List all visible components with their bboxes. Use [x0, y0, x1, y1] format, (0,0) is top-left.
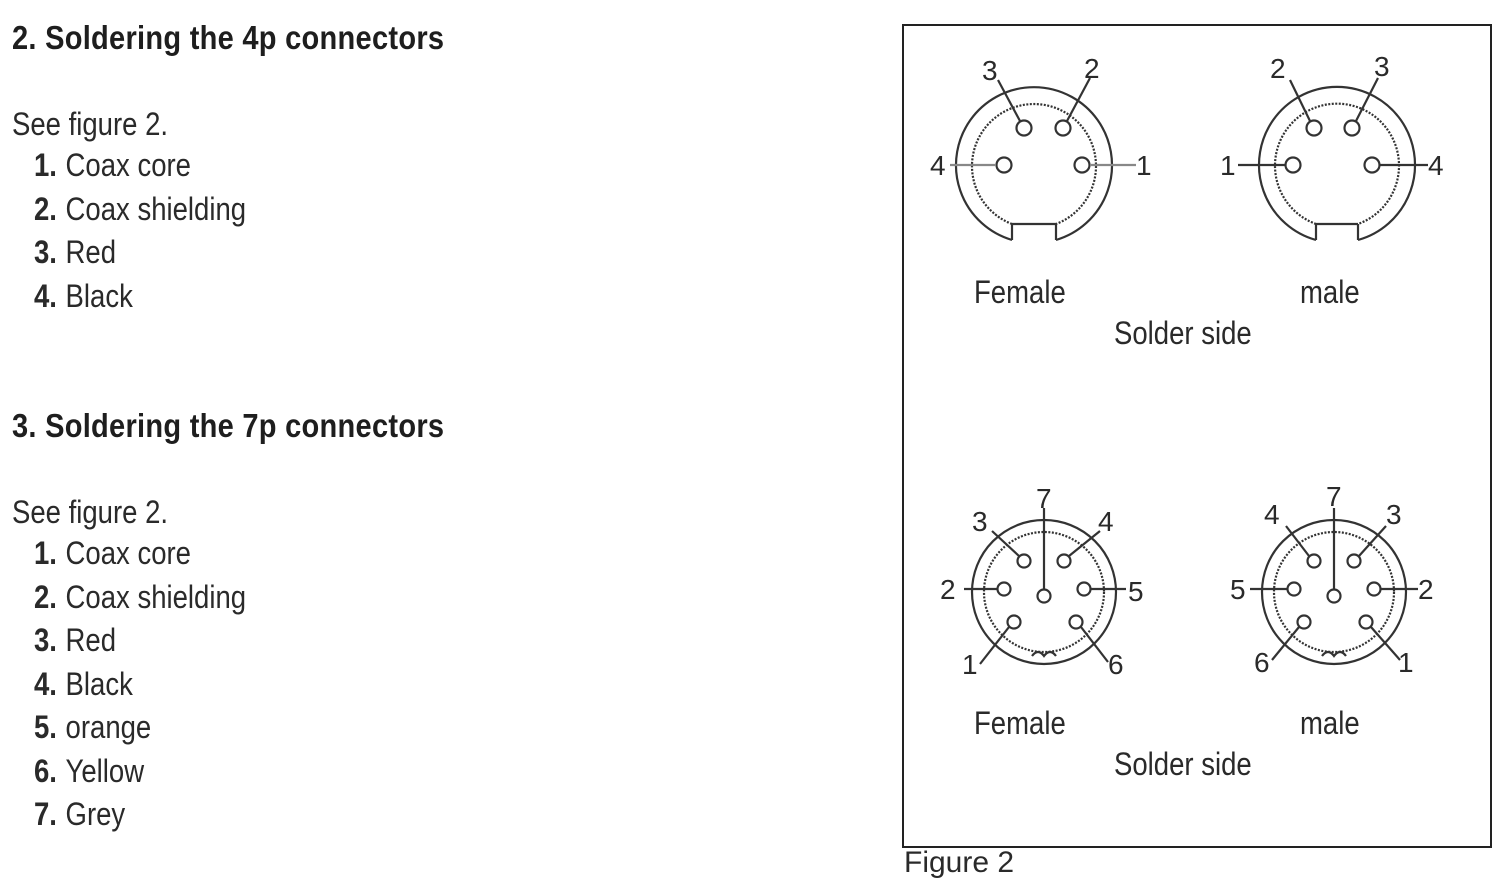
svg-text:3: 3 [972, 506, 988, 537]
figure-box: 3 2 4 1 2 3 1 4 7 3 4 2 5 1 6 7 4 3 5 2 … [902, 24, 1492, 848]
svg-text:1: 1 [1398, 647, 1414, 678]
svg-text:5: 5 [1230, 574, 1246, 605]
list-item: 5.orange [34, 709, 152, 745]
male-label: male [1300, 274, 1360, 310]
section-intro: See figure 2. [12, 494, 169, 530]
svg-text:6: 6 [1254, 647, 1270, 678]
svg-text:1: 1 [1220, 150, 1236, 181]
list-item: 1.Coax core [34, 535, 191, 571]
list-item: 6.Yellow [34, 752, 145, 789]
figure-caption: Figure 2 [904, 846, 1015, 879]
list-item: 2.Coax shielding [34, 578, 247, 615]
male-label: male [1300, 705, 1360, 741]
svg-text:2: 2 [940, 574, 956, 605]
svg-text:3: 3 [1374, 51, 1390, 82]
pin-labels: 3 2 4 1 2 3 1 4 7 3 4 2 5 1 6 7 4 3 5 2 … [930, 51, 1444, 680]
female-7p-connector-icon [964, 508, 1126, 666]
list-item: 3.Red [34, 234, 117, 270]
section-heading: 3. Soldering the 7p connectors [12, 407, 445, 444]
svg-text:2: 2 [1270, 53, 1286, 84]
solder-side-label: Solder side [1114, 746, 1252, 782]
solder-side-label: Solder side [1114, 315, 1252, 351]
male-7p-connector-icon [1250, 508, 1418, 666]
svg-text:1: 1 [1136, 150, 1152, 181]
svg-text:7: 7 [1036, 483, 1052, 514]
section-heading: 2. Soldering the 4p connectors [12, 19, 445, 56]
svg-text:3: 3 [1386, 499, 1402, 530]
svg-text:4: 4 [930, 150, 946, 181]
list-item: 1.Coax core [34, 147, 191, 183]
svg-text:4: 4 [1428, 150, 1444, 181]
wire-list: 1.Coax core 2.Coax shielding 3.Red 4.Bla… [12, 532, 503, 837]
svg-text:3: 3 [982, 55, 998, 86]
list-item: 4.Black [34, 665, 133, 702]
svg-text:1: 1 [962, 649, 978, 680]
connector-pinout-diagram: 3 2 4 1 2 3 1 4 7 3 4 2 5 1 6 7 4 3 5 2 … [930, 51, 1444, 680]
section-4p-connectors: 2. Soldering the 4p connectors See figur… [12, 18, 503, 318]
wire-list: 1.Coax core 2.Coax shielding 3.Red 4.Bla… [12, 144, 503, 318]
list-item: 3.Red [34, 622, 117, 658]
section-intro: See figure 2. [12, 106, 169, 142]
svg-text:6: 6 [1108, 649, 1124, 680]
male-4p-connector-icon [1238, 77, 1428, 242]
section-7p-connectors: 3. Soldering the 7p connectors See figur… [12, 406, 503, 837]
female-4p-connector-icon [950, 77, 1136, 242]
svg-text:2: 2 [1084, 53, 1100, 84]
list-item: 4.Black [34, 277, 133, 314]
svg-text:4: 4 [1098, 506, 1114, 537]
list-item: 2.Coax shielding [34, 190, 247, 227]
female-label: Female [974, 705, 1066, 741]
svg-text:2: 2 [1418, 574, 1434, 605]
list-item: 7.Grey [34, 796, 126, 832]
svg-text:4: 4 [1264, 499, 1280, 530]
svg-text:7: 7 [1326, 481, 1342, 512]
svg-text:5: 5 [1128, 576, 1144, 607]
female-label: Female [974, 274, 1066, 310]
